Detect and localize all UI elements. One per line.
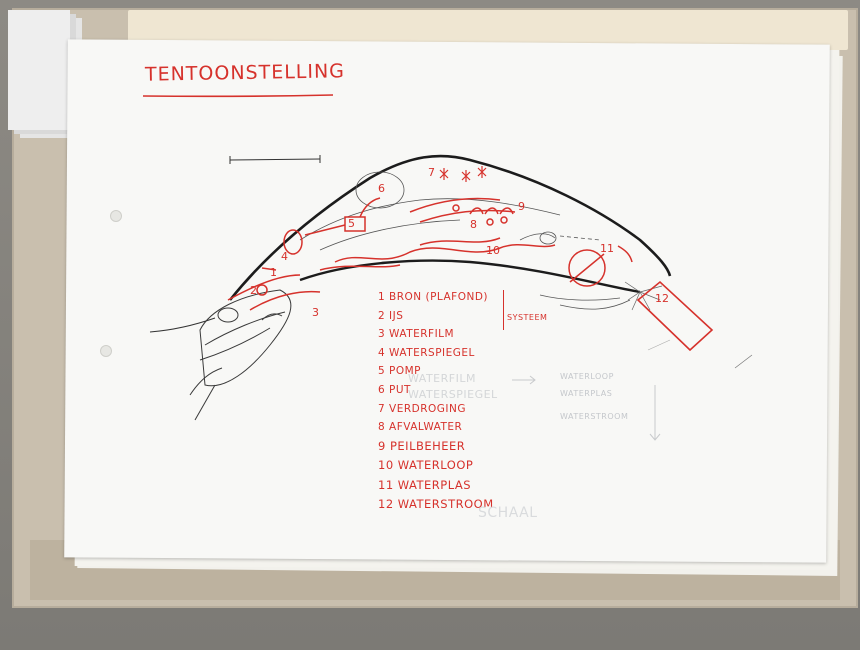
ground-line [150, 318, 215, 332]
legend-item: 11 WATERPLAS [378, 476, 494, 496]
diagram-number: 10 [486, 244, 500, 257]
faint-label-waterspiegel: WATERSPIEGEL [408, 388, 498, 401]
diagram-number: 4 [281, 250, 288, 263]
title-underline [143, 95, 333, 96]
legend-item: 12 WATERSTROOM [378, 495, 494, 515]
legend-item: 9 PEILBEHEER [378, 437, 494, 457]
faint-label-bottom: SCHAAL [478, 505, 538, 521]
head-structure [190, 290, 291, 420]
legend-item: 8 AFVALWATER [378, 418, 494, 437]
diagram-number: 5 [348, 217, 355, 230]
diagram-number: 11 [600, 242, 614, 255]
whale-shape-top [230, 156, 670, 300]
sheet-title: TENTOONSTELLING [145, 60, 345, 85]
scale-bar [230, 155, 320, 164]
diagram-number: 9 [518, 200, 525, 213]
diagram-number: 2 [250, 284, 257, 297]
diagram-number: 8 [470, 218, 477, 231]
stars [440, 166, 486, 182]
faint-label-waterfilm: WATERFILM [408, 372, 476, 385]
faint-label-waterstroom: WATERSTROOM [560, 412, 628, 421]
legend-list: 1 BRON (PLAFOND) 2 IJS 3 WATERFILM 4 WAT… [378, 288, 494, 515]
diagram-number: 12 [655, 292, 669, 305]
legend-item: 4 WATERSPIEGEL [378, 344, 494, 363]
legend-item: 10 WATERLOOP [378, 456, 494, 476]
diagram-number: 1 [270, 266, 277, 279]
diagram-number: 3 [312, 306, 319, 319]
diagram-number: 7 [428, 166, 435, 179]
faint-label-waterplas: WATERPLAS [560, 389, 612, 398]
faint-label-waterloop: WATERLOOP [560, 372, 614, 381]
legend-item: 3 WATERFILM [378, 325, 494, 344]
waterloop-wave [335, 245, 555, 262]
waterstroom-box [638, 282, 712, 350]
legend-item: 2 IJS [378, 307, 494, 326]
diagram-number: 6 [378, 182, 385, 195]
legend-item: 7 VERDROGING [378, 400, 494, 419]
legend-item: 1 BRON (PLAFOND) [378, 288, 494, 307]
system-bracket [497, 290, 504, 330]
system-label: SYSTEEM [507, 313, 547, 322]
